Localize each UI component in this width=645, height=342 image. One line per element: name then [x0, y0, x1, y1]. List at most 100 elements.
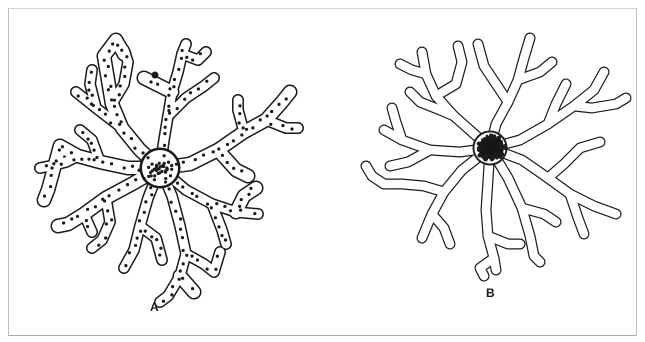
cell-a-dot — [175, 163, 178, 166]
cell-a-dot — [238, 112, 241, 115]
cell-a-dot — [103, 199, 106, 202]
cell-a-dot — [149, 80, 152, 83]
cell-b-branch-fill — [366, 166, 384, 184]
cell-a-dot — [194, 158, 197, 161]
cell-a-dot — [94, 205, 97, 208]
cell-a-dot — [172, 85, 175, 88]
cell-a-dot — [90, 102, 93, 105]
cell-a-dot — [120, 49, 123, 52]
cell-a-dot — [70, 151, 73, 154]
cell-a-dot — [110, 218, 113, 221]
cell-a-dot — [206, 203, 209, 206]
cell-a-dot — [178, 278, 181, 281]
cell-a-dot — [137, 169, 140, 172]
cell-a-dot — [210, 206, 213, 209]
cell-a-dot — [155, 238, 158, 241]
cell-a-dot — [61, 145, 64, 148]
cell-a-dot — [217, 147, 220, 150]
cell-a-dot — [181, 49, 184, 52]
cell-a-dot — [107, 88, 110, 91]
cell-a-dot — [107, 194, 110, 197]
cell-a-dot — [169, 174, 172, 177]
cell-a-dot — [134, 244, 137, 247]
cell-a-dot — [164, 170, 167, 173]
cell-a-dot — [185, 56, 188, 59]
cell-a-dot — [285, 97, 288, 100]
cell-a-dot — [153, 174, 156, 177]
cell-a-dot — [108, 50, 111, 53]
cell-b-branch-fill — [384, 184, 444, 192]
cell-a-dot — [70, 217, 73, 220]
cell-a-dot — [270, 110, 273, 113]
cell-a-drawing — [40, 40, 298, 302]
cell-a-dot — [77, 94, 80, 97]
cell-a-dot — [98, 108, 101, 111]
cell-a-dot — [176, 107, 179, 110]
cell-a-dot — [90, 71, 93, 74]
cell-a-dot — [180, 57, 183, 60]
cell-a-dot — [190, 254, 193, 257]
cell-a-dot — [185, 254, 188, 257]
cell-a-dot — [113, 99, 116, 102]
cell-a-dot — [281, 124, 284, 127]
cell-b-nucleus-speck — [504, 144, 507, 147]
cell-a-dot — [164, 180, 167, 183]
cell-a-dot — [215, 202, 218, 205]
cell-a-dot — [216, 255, 219, 258]
cell-a-dot — [133, 147, 136, 150]
cell-a-dot — [58, 148, 61, 151]
cell-a-dot — [62, 221, 65, 224]
cell-a-dot — [113, 105, 116, 108]
cell-a-dot — [238, 205, 241, 208]
cell-a-dot — [117, 188, 120, 191]
cell-a-dot — [134, 178, 137, 181]
cell-a-dot — [163, 144, 166, 147]
cell-a-dot — [158, 162, 161, 165]
cell-a-dot — [95, 156, 98, 159]
cell-a-dot — [239, 209, 242, 212]
cell-a-dot — [97, 244, 100, 247]
cell-a-dot — [220, 234, 223, 237]
cell-a-dot — [247, 193, 250, 196]
cell-a-dot — [163, 132, 166, 135]
cell-a-dot — [142, 177, 145, 180]
cell-a-dot — [189, 91, 192, 94]
cell-a-dot — [167, 94, 170, 97]
cell-a-dot — [290, 127, 293, 130]
cell-a-dot — [45, 164, 48, 167]
cell-a-dot — [202, 153, 205, 156]
cell-a-dot — [81, 131, 84, 134]
cell-a-dot — [144, 230, 147, 233]
cell-a-dot — [251, 126, 254, 129]
cell-a-dot — [105, 222, 108, 225]
cell-a-dot — [150, 193, 153, 196]
cell-a-dot — [138, 219, 141, 222]
cell-a-dot — [199, 52, 202, 55]
cell-a-dot — [163, 162, 166, 165]
cell-a-dot — [122, 131, 125, 134]
cell-a-dot — [176, 182, 179, 185]
cell-a-dot — [170, 168, 173, 171]
cell-a-dot — [150, 162, 153, 165]
cell-a-dot — [226, 143, 229, 146]
cell-a-dot — [170, 164, 173, 167]
cell-a-dot — [60, 163, 63, 166]
cell-a-dot — [91, 94, 94, 97]
cell-a-dot — [249, 187, 252, 190]
cell-a-dot — [131, 165, 134, 168]
cell-a-dot — [214, 216, 217, 219]
cell-a-dot — [43, 195, 46, 198]
cell-a-dot — [88, 81, 91, 84]
cell-a-dot — [217, 225, 220, 228]
cell-b-nucleus-speck — [499, 146, 503, 150]
cell-a-dot — [245, 128, 248, 131]
cell-a-dot — [146, 156, 149, 159]
cell-a-dot — [205, 80, 208, 83]
cell-a-dot — [104, 236, 107, 239]
cell-a-dot — [155, 166, 158, 169]
cell-a-dot — [164, 118, 167, 121]
cell-a-dot — [159, 247, 162, 250]
cell-a-dot — [182, 161, 185, 164]
cell-a-dot — [85, 219, 88, 222]
cell-a-dot — [191, 59, 194, 62]
